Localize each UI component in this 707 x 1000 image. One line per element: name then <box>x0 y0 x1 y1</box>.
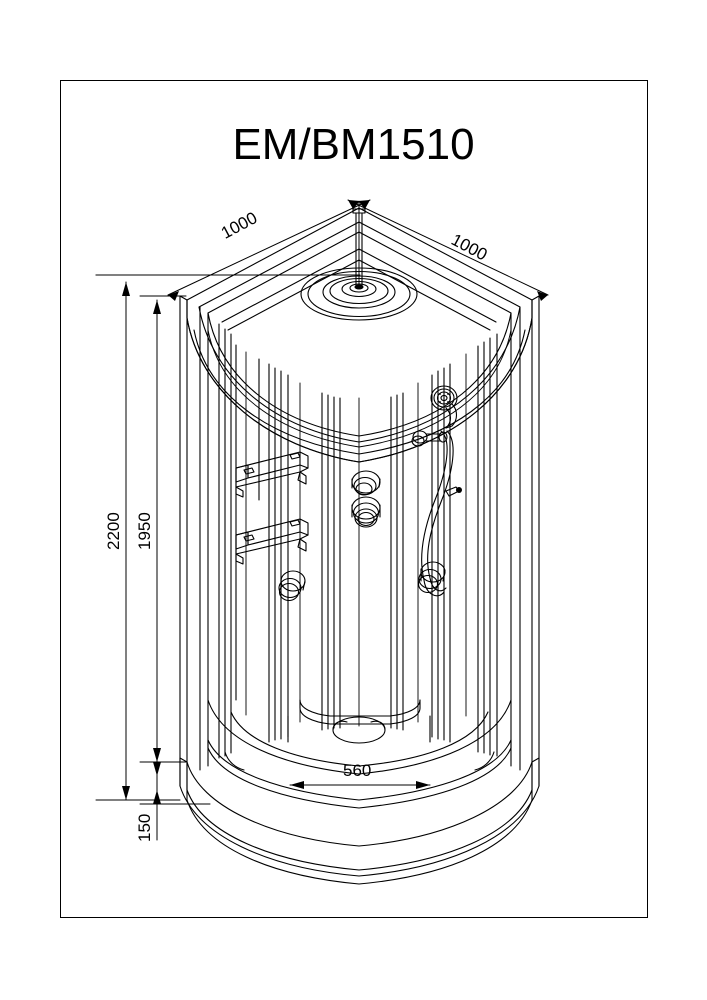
door-meeting-stiles <box>321 392 341 731</box>
ceiling-underside <box>207 329 512 448</box>
tray-drain <box>332 716 386 744</box>
back-wall-panels <box>245 351 467 727</box>
dimension-2200 <box>95 274 181 801</box>
hose-outlet <box>445 486 462 497</box>
page-title: EM/BM1510 <box>232 120 475 169</box>
body-jet-right <box>417 561 446 594</box>
hand-shower-head <box>430 385 458 429</box>
dimension-label-overall-height: 2200 <box>104 512 123 550</box>
fixed-side-panel-left <box>218 323 260 759</box>
mixer-valve <box>351 470 381 496</box>
hand-shower-holder <box>411 430 448 447</box>
body-jet-left <box>278 570 306 602</box>
lower-shelf-bracket <box>235 518 309 565</box>
shower-tray <box>179 757 540 885</box>
cabin-left-side <box>179 295 209 791</box>
dimension-label-tray-height: 150 <box>135 813 154 842</box>
diverter-knob <box>351 496 381 528</box>
tray-interior <box>207 699 512 775</box>
drawing-border <box>60 80 648 918</box>
dimension-label-inner-height: 1950 <box>135 512 154 550</box>
dimension-560 <box>289 781 431 789</box>
sliding-door-right <box>390 392 404 731</box>
riser-rod <box>352 208 366 289</box>
fixed-side-panel-right <box>431 333 498 757</box>
ceiling-rain-shower-head <box>300 267 418 321</box>
dimension-1950 <box>139 295 187 763</box>
dimension-label-door-opening: 560 <box>343 761 372 780</box>
bottom-rail <box>207 739 512 809</box>
cabin-right-side <box>510 295 540 791</box>
dimension-150 <box>139 761 211 841</box>
upper-shelf-bracket <box>235 451 309 498</box>
sliding-door-left <box>268 363 289 743</box>
shower-hose <box>421 430 454 597</box>
